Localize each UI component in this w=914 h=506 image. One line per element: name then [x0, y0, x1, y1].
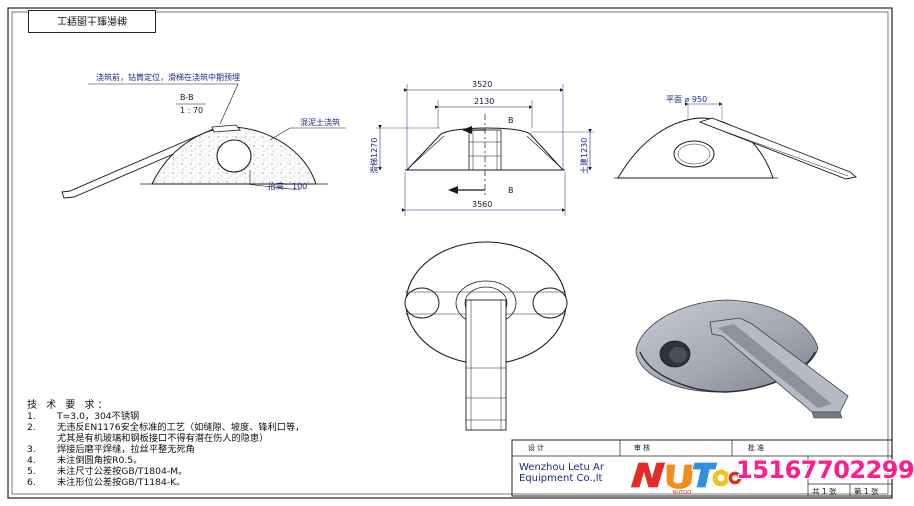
tech-note-number: 1. — [27, 411, 36, 422]
tech-note-text: 无违反EN1176安全标准的工艺（如缝隙、坡度、锋利口等， — [57, 422, 305, 433]
tech-note-number: 3. — [27, 444, 36, 455]
tech-note-item: 4. 未注倒圆角按R0.5。 — [27, 455, 417, 466]
sheet-border — [7, 7, 893, 499]
top-slide — [465, 299, 507, 431]
dim-2130: 2130 — [474, 97, 494, 106]
top-view — [404, 241, 568, 431]
sheets-total: 共 1 张 — [812, 487, 837, 496]
logo-letter-n — [629, 461, 667, 489]
tech-note-item: 5. 未注尺寸公差按GB/T1804-M。 — [27, 466, 417, 477]
section-label: B-B — [180, 93, 194, 102]
logo-o1-eye — [717, 474, 725, 482]
front-view: 3520 2130 B B 滑梯1270 土建1230 — [369, 80, 594, 216]
tech-note-text: 尤其是有机玻璃和钢板接口不得有潜在伤人的隐患） — [57, 433, 269, 444]
lift-label: 抬高：100 — [268, 181, 307, 191]
nutoo-logo: NUTOO — [629, 461, 743, 496]
logo-letter-t — [691, 461, 719, 489]
top-tunnel-left — [404, 287, 440, 319]
tech-note-text: 焊接后磨平焊缝，拉丝平整无死角 — [57, 444, 195, 455]
section-view-bb: 浇筑前，钻筒定位，滑梯在浇筑中期预埋 B-B 1 : 70 混泥土浇筑 抬高：1… — [61, 72, 346, 199]
dome-profile — [405, 127, 565, 171]
iso-model — [635, 299, 849, 419]
plane-label: 平面 ⌀ 950 — [666, 95, 707, 104]
title-block-design: 设 计 — [527, 444, 545, 452]
concrete-label: 混泥土浇筑 — [300, 117, 340, 127]
dim-left-height: 滑梯1270 — [369, 138, 379, 174]
tech-note-item: 2. 无违反EN1176安全标准的工艺（如缝隙、坡度、锋利口等， — [27, 422, 417, 433]
iso-slide-bed — [718, 324, 832, 408]
sheet-border-inner — [11, 11, 889, 495]
watermark-phone: 15167702299 — [736, 456, 914, 484]
tech-notes-heading: 技 术 要 求： — [27, 400, 111, 411]
tech-note-text: 未注形位公差按GB/T1184-K。 — [57, 477, 186, 488]
tech-note-item: 6. 未注形位公差按GB/T1184-K。 — [27, 477, 417, 488]
tech-note-text: 未注倒圆角按R0.5。 — [57, 455, 143, 466]
tech-note-text: T=3.0，304不锈钢 — [57, 411, 140, 422]
title-block-grid — [511, 439, 893, 497]
slide-lip — [211, 124, 241, 133]
side-slide-rail — [703, 123, 849, 177]
logo-letter-u — [665, 463, 695, 491]
tech-notes-list: 1. T=3.0，304不锈钢 2. 无违反EN1176安全标准的工艺（如缝隙、坡度、… — [27, 411, 417, 488]
tech-note-number: 5. — [27, 466, 36, 477]
company-name: Wenzhou Letu Ar Equipment Co.,lt — [519, 462, 604, 484]
tech-notes: 技 术 要 求： 1. T=3.0，304不锈钢 2. 无违反EN1176安全标准的工… — [27, 400, 417, 488]
title-block-review: 审 核 — [633, 444, 651, 452]
side-tunnel-inner — [677, 143, 711, 165]
cut-arrowhead-top — [462, 126, 472, 134]
sheet-number: 第 1 张 — [854, 487, 879, 496]
tech-note-number: 4. — [27, 455, 36, 466]
pour-annotation: 浇筑前，钻筒定位，滑梯在浇筑中期预埋 — [96, 72, 240, 82]
company-line-2: Equipment Co.,lt — [519, 473, 603, 484]
dome-inner-right — [526, 135, 558, 165]
iso-slide-end — [811, 411, 843, 419]
tech-note-text: 未注尺寸公差按GB/T1804-M。 — [57, 466, 188, 477]
iso-tunnel-depth — [669, 347, 687, 363]
tech-note-number — [27, 433, 57, 444]
title-block-approve: 批 准 — [747, 444, 765, 452]
lift-leader — [245, 183, 301, 191]
tunnel-hole — [216, 139, 252, 173]
section-scale: 1 : 70 — [180, 106, 203, 115]
annotation-leader — [219, 83, 239, 125]
section-marker-bottom: B — [508, 186, 514, 195]
tech-note-item: 尤其是有机玻璃和钢板接口不得有潜在伤人的隐患） — [27, 433, 417, 444]
side-view: 平面 ⌀ 950 — [614, 95, 858, 180]
tech-note-number: 2. — [27, 422, 36, 433]
tech-note-item: 3. 焊接后磨平焊缝，拉丝平整无死角 — [27, 444, 417, 455]
dome-inner-left — [412, 135, 445, 165]
drawing-title-tab: 工程图土建滑梯 — [28, 10, 156, 33]
logo-o2-eye — [732, 475, 738, 481]
tech-note-item: 1. T=3.0，304不锈钢 — [27, 411, 417, 422]
dim-3560: 3560 — [472, 200, 492, 209]
logo-wordmark: NUTOO — [673, 490, 691, 496]
company-line-1: Wenzhou Letu Ar — [519, 462, 604, 473]
drawing-title: 工程图土建滑梯 — [57, 14, 127, 25]
dim-3520: 3520 — [472, 80, 492, 89]
cut-arrowhead-bottom — [448, 186, 458, 194]
section-marker-top: B — [508, 116, 514, 125]
dim-right-height: 土建1230 — [579, 138, 589, 174]
side-tunnel — [673, 140, 715, 168]
top-tunnel-right — [532, 287, 568, 319]
tech-note-number: 6. — [27, 477, 36, 488]
concrete-leader — [269, 127, 291, 141]
